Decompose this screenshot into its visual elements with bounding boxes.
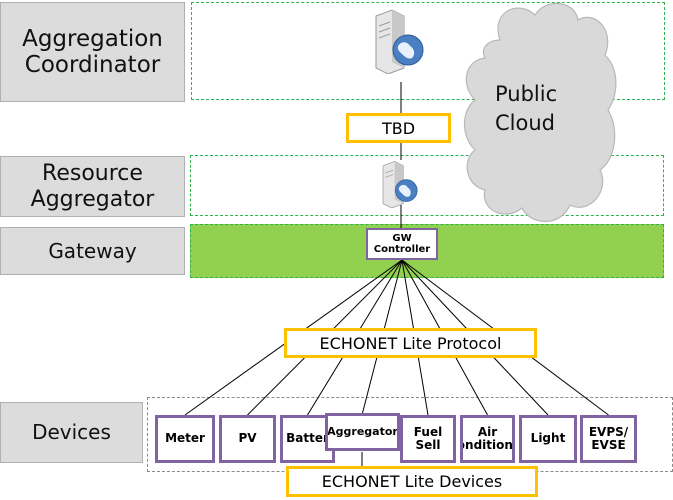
- layer-label-aggregation-coordinator: Aggregation Coordinator: [0, 2, 185, 102]
- tbd-box: TBD: [346, 113, 451, 143]
- server-globe-icon: [375, 9, 424, 74]
- device-light: Light: [519, 415, 577, 463]
- device-pv: PV: [219, 415, 276, 463]
- resource-aggregator-zone: [190, 155, 664, 216]
- layer-label-gateway: Gateway: [0, 227, 185, 275]
- device-evps-evse: EVPS/ EVSE: [580, 415, 637, 463]
- layer-label-resource-aggregator: Resource Aggregator: [0, 156, 185, 217]
- server-globe-icon: [382, 161, 418, 208]
- cloud-icon: [463, 2, 617, 222]
- device-aggregator: Aggregator: [325, 413, 400, 451]
- cloud-label-line1: Public: [495, 82, 558, 106]
- device-meter: Meter: [155, 415, 215, 463]
- echonet-devices-caption: ECHONET Lite Devices: [286, 466, 538, 497]
- cloud-label-line2: Cloud: [495, 111, 555, 135]
- device-fuel-sell: Fuel Sell: [400, 415, 456, 463]
- cloud-label: Public Cloud: [495, 80, 585, 138]
- aggregation-coordinator-zone: [191, 2, 665, 100]
- device-air-conditioner: Air Conditioner: [460, 415, 515, 463]
- layer-label-devices: Devices: [0, 402, 143, 463]
- protocol-box: ECHONET Lite Protocol: [284, 328, 537, 358]
